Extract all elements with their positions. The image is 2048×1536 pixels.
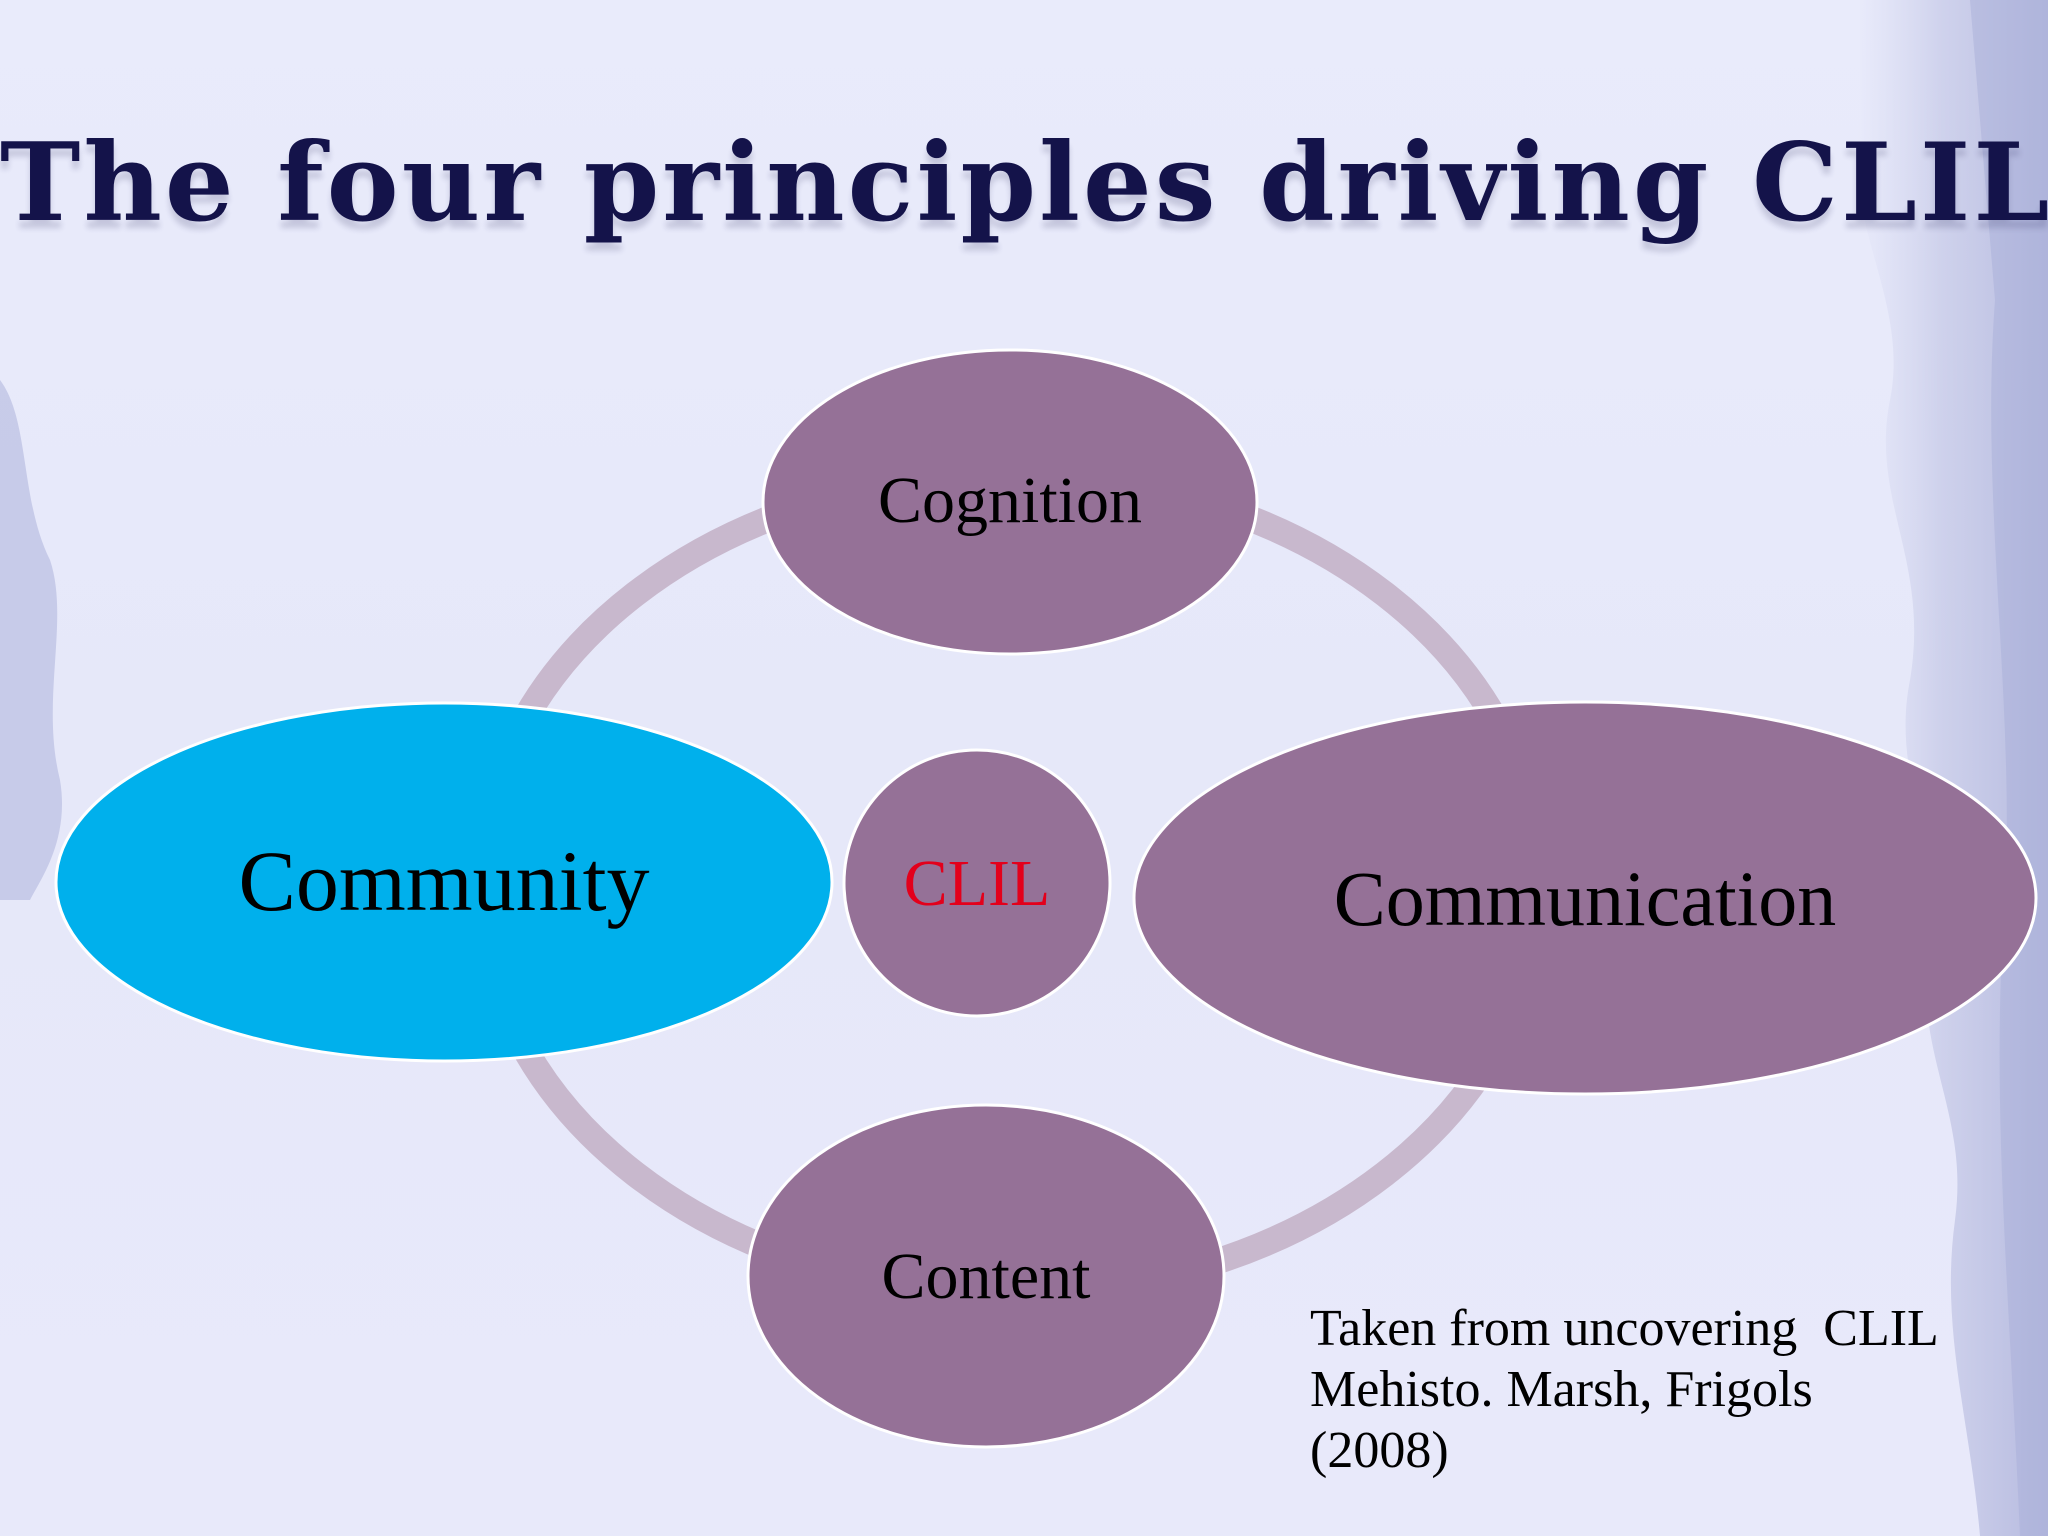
- citation-line-2: Mehisto. Marsh, Frigols: [1310, 1361, 1813, 1418]
- node-center-clil: CLIL: [842, 748, 1112, 1018]
- node-community: Community: [54, 701, 834, 1063]
- citation: Taken from uncovering CLIL Mehisto. Mars…: [1310, 1298, 2030, 1481]
- node-communication: Communication: [1132, 700, 2038, 1096]
- node-cognition: Cognition: [761, 348, 1259, 656]
- citation-line-1: Taken from uncovering CLIL: [1310, 1300, 1939, 1357]
- node-community-label: Community: [239, 833, 650, 929]
- citation-line-3: (2008): [1310, 1422, 1449, 1479]
- slide-title: The four principles driving CLIL: [0, 120, 2048, 246]
- node-cognition-label: Cognition: [878, 464, 1142, 537]
- node-content: Content: [746, 1103, 1226, 1449]
- node-communication-label: Communication: [1334, 855, 1837, 942]
- node-content-label: Content: [882, 1240, 1091, 1313]
- node-center-label: CLIL: [904, 847, 1051, 920]
